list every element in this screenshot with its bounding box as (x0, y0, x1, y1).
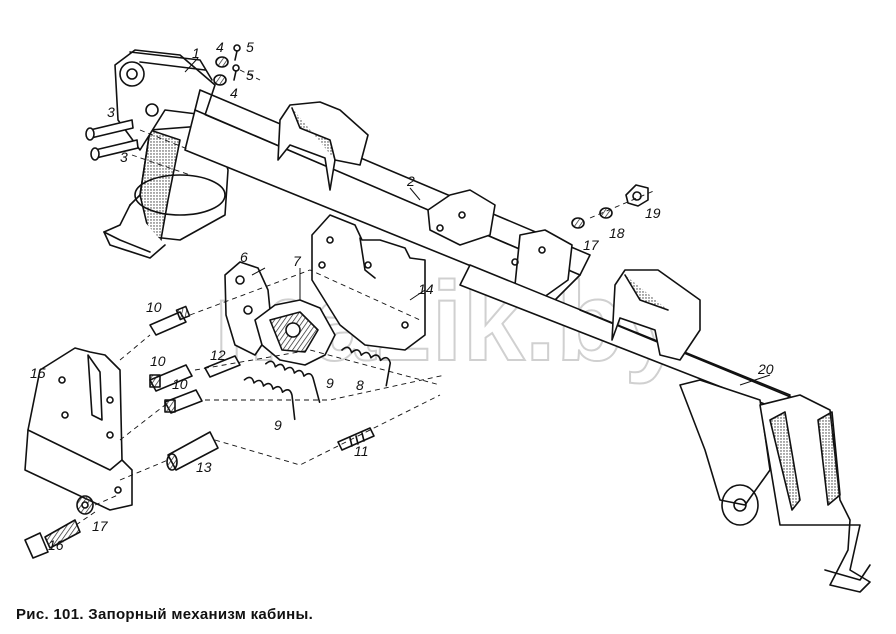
pin-part-10b (149, 364, 193, 392)
assembly-lines (75, 69, 657, 526)
pin-part-5a (233, 44, 241, 61)
washer-part-17b (76, 495, 94, 515)
pin-part-13 (166, 431, 219, 471)
pin-part-11 (337, 427, 375, 451)
latch-part-7 (254, 299, 336, 366)
label-part-10c: 10 (172, 376, 188, 392)
label-part-10b: 10 (150, 353, 166, 369)
washer-part-17a (571, 217, 585, 229)
label-part-3b: 3 (120, 149, 128, 165)
main-tube-part-2 (103, 49, 591, 301)
label-part-10a: 10 (146, 299, 162, 315)
label-part-12: 12 (210, 347, 226, 363)
label-part-9b: 9 (274, 417, 282, 433)
bolt-part-16 (24, 519, 81, 559)
spring-part-9a (265, 360, 321, 404)
washer-part-4a (215, 56, 229, 68)
label-part-20: 20 (757, 361, 774, 377)
label-part-9a: 9 (326, 375, 334, 391)
label-part-17b: 17 (92, 518, 109, 534)
label-part-1: 1 (192, 45, 200, 61)
bracket-plate-part-14 (311, 214, 426, 351)
label-part-15: 15 (30, 365, 46, 381)
label-part-7: 7 (293, 253, 302, 269)
label-part-17a: 17 (583, 237, 600, 253)
pin-part-10a (149, 305, 191, 336)
label-part-8: 8 (356, 377, 364, 393)
label-part-4a: 4 (216, 39, 224, 55)
figure-caption: Рис. 101. Запорный механизм кабины. (16, 606, 314, 623)
washer-part-18 (599, 207, 613, 219)
label-part-5a: 5 (246, 39, 254, 55)
label-part-16: 16 (48, 537, 64, 553)
label-part-18: 18 (609, 225, 625, 241)
leader-lines (184, 57, 771, 386)
bolt-part-3a (85, 119, 134, 141)
label-part-4b: 4 (230, 85, 238, 101)
bolt-part-3b (90, 139, 139, 161)
label-part-14: 14 (418, 281, 434, 297)
label-part-6: 6 (240, 249, 248, 265)
label-part-3a: 3 (107, 104, 115, 120)
label-part-13: 13 (196, 459, 212, 475)
label-part-11: 11 (354, 443, 369, 459)
left-bracket-part-15 (24, 347, 133, 511)
spring-part-8 (341, 346, 392, 387)
nut-part-19 (625, 184, 649, 207)
spring-part-9b (243, 376, 296, 421)
label-part-5b: 5 (246, 67, 254, 83)
label-part-2: 2 (406, 173, 415, 189)
label-part-19: 19 (645, 205, 661, 221)
lower-tube-part-20 (459, 264, 871, 593)
washer-part-4b (213, 74, 227, 86)
part-labels: 1 2 3 3 4 4 5 5 6 7 8 9 9 10 10 10 11 12… (30, 39, 774, 553)
pin-part-12 (204, 355, 241, 378)
pin-part-5b (232, 64, 240, 81)
pin-part-10c (164, 389, 203, 414)
